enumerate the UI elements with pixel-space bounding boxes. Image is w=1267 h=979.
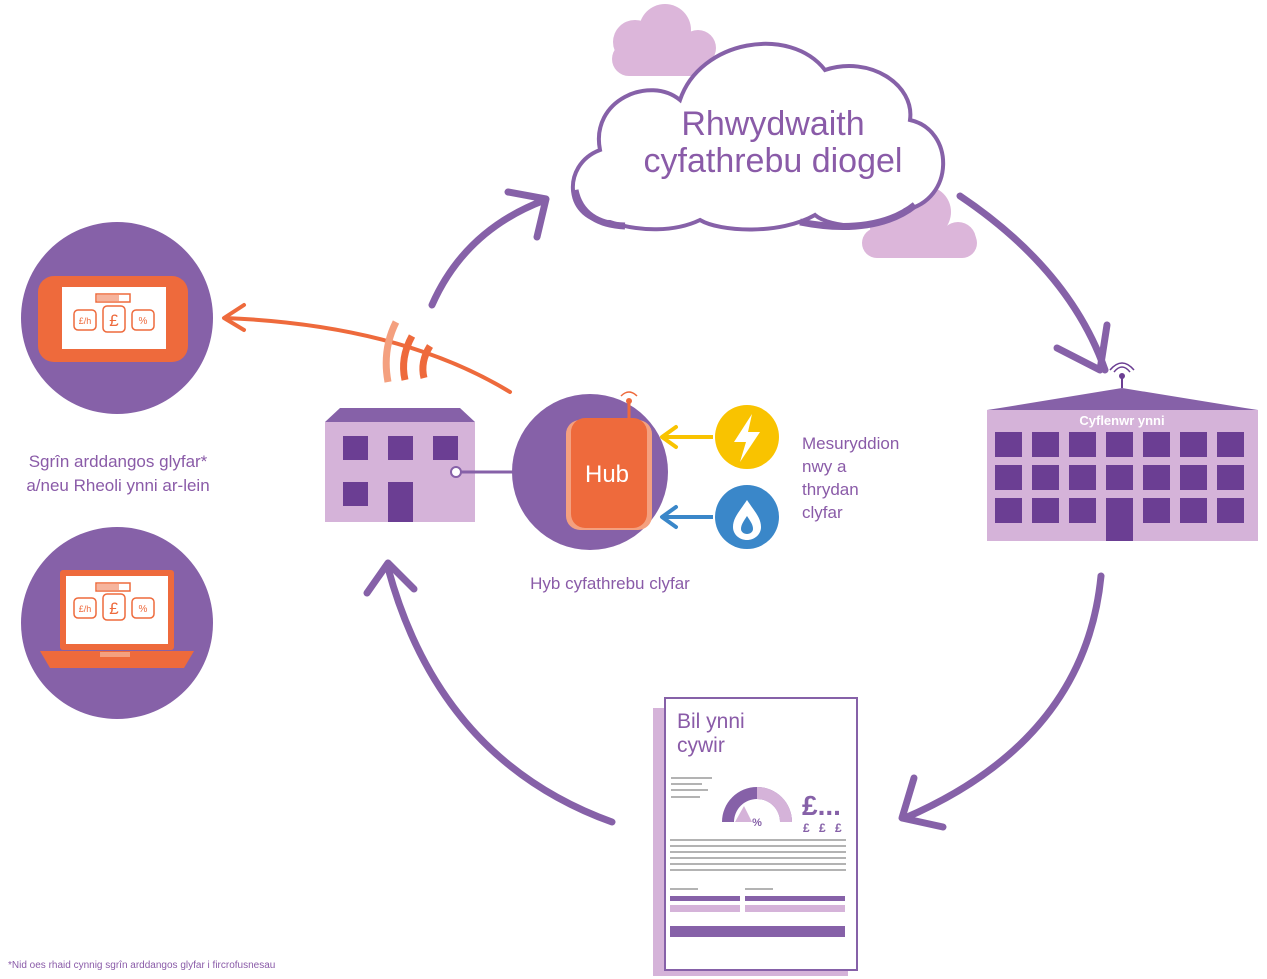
svg-text:£/h: £/h bbox=[79, 604, 92, 614]
arrowhead-home-to-network bbox=[504, 188, 550, 241]
bill-title-line2: cywir bbox=[677, 734, 725, 757]
arrow-bill-to-home bbox=[384, 564, 616, 826]
accurate-energy-bill: Bil ynni cywir % £... £ £ £ bbox=[653, 697, 858, 976]
arrowhead-network-to-supplier bbox=[1053, 321, 1111, 374]
footnote: *Nid oes rhaid cynnig sgrîn arddangos gl… bbox=[8, 960, 276, 971]
meters-caption-line4: clyfar bbox=[802, 503, 843, 522]
energy-supplier-building: Cyflenwr ynni bbox=[987, 362, 1258, 541]
lightning-bolt-icon bbox=[734, 414, 760, 462]
display-caption-line2: a/neu Rheoli ynni ar-lein bbox=[26, 476, 210, 495]
svg-text:£: £ bbox=[109, 311, 119, 330]
meters-caption: Mesuryddion nwy a thrydan clyfar bbox=[802, 432, 942, 524]
bill-sub-amounts: £ £ £ bbox=[803, 821, 845, 835]
cycle-arrows bbox=[363, 188, 1111, 831]
meters-caption-line2: nwy a bbox=[802, 457, 847, 476]
bill-amount: £... bbox=[802, 790, 841, 821]
percent-button-icon bbox=[131, 309, 155, 331]
meters-caption-line1: Mesuryddion bbox=[802, 434, 900, 453]
cloud-title-line2: cyfathrebu diogel bbox=[644, 142, 903, 180]
arrow-network-to-supplier bbox=[956, 192, 1109, 374]
arrowhead-supplier-to-bill bbox=[898, 774, 947, 831]
svg-text:%: % bbox=[752, 817, 762, 829]
laptop-rate-button-icon bbox=[73, 597, 97, 619]
bill-title-line1: Bil ynni bbox=[677, 710, 745, 733]
cloud-shape bbox=[570, 41, 946, 232]
meters-caption-line3: thrydan bbox=[802, 480, 859, 499]
svg-text:£/h: £/h bbox=[79, 316, 92, 326]
laptop-cost-button-icon bbox=[102, 593, 126, 621]
hub-caption: Hyb cyfathrebu clyfar bbox=[530, 574, 690, 593]
arrowhead-bill-to-home bbox=[363, 559, 418, 597]
hub-label: Hub bbox=[585, 461, 629, 488]
smart-hub: Hub bbox=[512, 391, 668, 550]
in-home-display: £/h £ % bbox=[21, 222, 213, 414]
smart-meters bbox=[660, 405, 779, 549]
home-building bbox=[325, 408, 520, 522]
wifi-signal-icon bbox=[382, 320, 434, 383]
laptop-percent-button-icon bbox=[131, 597, 155, 619]
svg-text:%: % bbox=[139, 316, 148, 327]
wireless-link bbox=[222, 303, 512, 394]
cost-button-icon bbox=[102, 305, 126, 333]
supplier-label: Cyflenwr ynni bbox=[1079, 413, 1164, 428]
display-caption-line1: Sgrîn arddangos glyfar* bbox=[28, 452, 208, 471]
display-caption: Sgrîn arddangos glyfar* a/neu Rheoli ynn… bbox=[8, 450, 228, 498]
svg-text:%: % bbox=[139, 604, 148, 615]
cloud-title-line1: Rhwydwaith bbox=[681, 105, 864, 143]
online-energy-management: £/h £ % bbox=[21, 527, 213, 719]
arrow-supplier-to-bill bbox=[901, 572, 1105, 822]
background-clouds bbox=[612, 4, 977, 258]
rate-button-icon bbox=[73, 309, 97, 331]
secure-network-cloud: Rhwydwaith cyfathrebu diogel bbox=[570, 4, 977, 258]
arrow-home-to-network bbox=[428, 196, 549, 309]
svg-text:£: £ bbox=[109, 599, 119, 618]
